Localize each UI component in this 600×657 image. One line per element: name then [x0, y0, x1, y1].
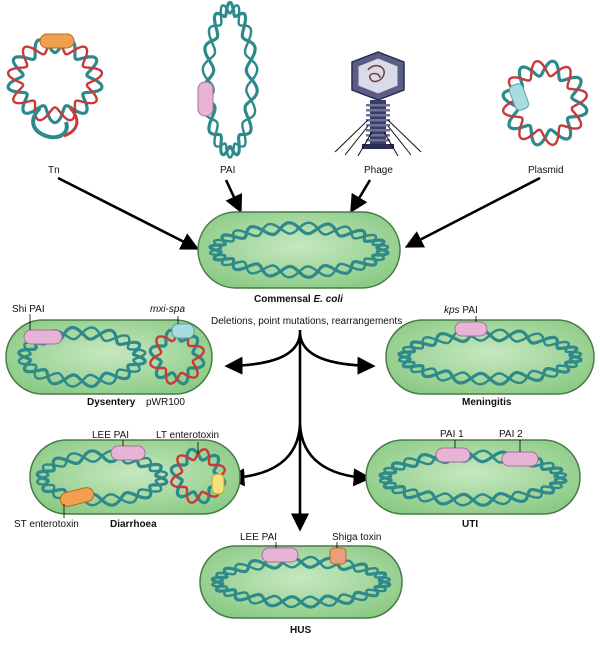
meningitis-label: Meningitis [462, 397, 512, 408]
plasmid-label: Plasmid [528, 165, 564, 176]
lt-enterotoxin-label: LT enterotoxin [156, 430, 219, 441]
pai-island-gene [197, 81, 214, 117]
source-phage: Phage [334, 51, 422, 176]
dna-strand [201, 0, 259, 157]
mxi-spa-label: mxi-spa [150, 304, 185, 315]
dna-strand [170, 448, 226, 504]
phage-tail-stripe [366, 114, 390, 117]
mxi-spa-gene [171, 323, 195, 339]
dna-strand [501, 59, 589, 147]
meningitis-chromosome [397, 328, 583, 386]
st-enterotoxin-label: ST enterotoxin [14, 519, 79, 530]
pai1-gene [435, 447, 471, 463]
lee-pai-label: LEE PAI [92, 430, 129, 441]
commensal-cell-body [197, 211, 401, 289]
st-enterotoxin-gene [59, 487, 95, 507]
tn-dna-tail [31, 106, 79, 140]
divergence-arrows [224, 330, 376, 532]
source-plasmid: Plasmid [501, 59, 589, 176]
lee-pai-gene [110, 445, 146, 461]
hus-lee-pai-label: LEE PAI [240, 532, 277, 543]
pwr100-label: pWR100 [146, 397, 185, 408]
pai-label: PAI [220, 165, 235, 176]
pai1-label: PAI 1 [440, 429, 464, 440]
kps-pai-label: kps PAI [444, 305, 478, 316]
lt-plasmid [169, 447, 227, 505]
shiga-toxin-gene [329, 547, 347, 565]
source-tn: Tn [6, 33, 104, 176]
plasmid-dna-figure [501, 59, 589, 147]
phage-tail-stripe [366, 139, 390, 142]
phage-tail-stripe [366, 129, 390, 132]
hus-label: HUS [290, 625, 311, 636]
hus-lee-pai-gene [261, 547, 299, 563]
kps-pai-gene [454, 321, 488, 337]
dna-strand [35, 449, 169, 507]
shi-pai-label: Shi PAI [12, 304, 45, 315]
meningitis-cell: kps PAI Meningitis [385, 305, 595, 408]
dysentery-cell: Shi PAI mxi-spa Dysentery pWR100 [5, 304, 213, 408]
dna-strand [397, 328, 583, 386]
uti-cell: PAI 1 PAI 2 UTI [365, 429, 581, 530]
tn-label: Tn [48, 165, 60, 176]
mechanisms-label: Deletions, point mutations, rearrangemen… [211, 316, 402, 327]
phage-tail-stripe [366, 104, 390, 107]
acquisition-arrows [57, 176, 541, 250]
dna-strand [6, 36, 104, 122]
pai2-label: PAI 2 [499, 429, 523, 440]
dna-strand [208, 221, 390, 279]
hus-cell: LEE PAI Shiga toxin HUS [199, 532, 403, 636]
phage-tail-fibres [334, 119, 422, 157]
source-pai: PAI [197, 0, 259, 176]
dna-strand [17, 326, 147, 388]
pai-dna-figure [201, 0, 259, 159]
phage-label: Phage [364, 165, 393, 176]
shi-pai-gene [23, 329, 63, 345]
diarrhoea-cell: LEE PAI LT enterotoxin ST enterotoxin Di… [14, 430, 241, 530]
commensal-cell: Commensal E. coli [197, 211, 401, 305]
lt-enterotoxin-gene [211, 473, 225, 495]
pai2-gene [501, 451, 539, 467]
phage-tail-stripe [366, 134, 390, 137]
uti-label: UTI [462, 519, 478, 530]
phage-tail-stripe [366, 124, 390, 127]
commensal-label: Commensal E. coli [254, 294, 343, 305]
phage-tail-stripe [366, 109, 390, 112]
plasmid-gene [508, 83, 530, 111]
dysentery-label: Dysentery [87, 397, 136, 408]
diarrhoea-label: Diarrhoea [110, 519, 157, 530]
shiga-toxin-label: Shiga toxin [332, 532, 381, 543]
dysentery-chromosome [17, 325, 147, 389]
commensal-chromosome [208, 221, 390, 279]
phage-tail-stripes [366, 104, 390, 142]
tn-dna-figure [6, 36, 104, 125]
dna-strand [201, 4, 259, 159]
phage-tail-stripe [366, 119, 390, 122]
tn-transposon-gene [39, 33, 75, 49]
